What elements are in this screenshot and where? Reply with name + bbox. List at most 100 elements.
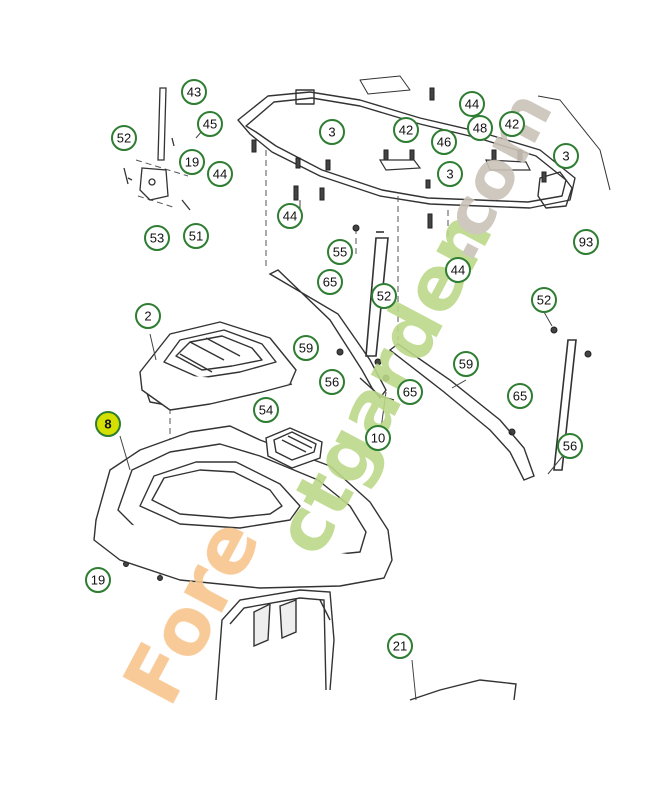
callout-59b: 59 bbox=[453, 351, 479, 377]
callout-label: 59 bbox=[299, 341, 313, 356]
callout-label: 48 bbox=[473, 121, 487, 136]
top-cover bbox=[139, 321, 297, 411]
callout-circle bbox=[319, 119, 345, 145]
callout-label: 65 bbox=[403, 385, 417, 400]
callout-label: 46 bbox=[437, 135, 451, 150]
callout-circle bbox=[181, 79, 207, 105]
callouts: 43 45 52 19 44 53 51 3 44 42 46 3 44 48 42 3 93 55 65 44 52 5… bbox=[85, 79, 599, 659]
callout-3a: 3 bbox=[319, 119, 345, 145]
callout-3b: 3 bbox=[437, 161, 463, 187]
callout-circle bbox=[371, 283, 397, 309]
callout-circle bbox=[557, 433, 583, 459]
callout-circle bbox=[531, 287, 557, 313]
callout-circle bbox=[135, 303, 161, 329]
callout-circle bbox=[397, 379, 423, 405]
grip-handle bbox=[265, 427, 323, 469]
callout-label: 44 bbox=[213, 167, 227, 182]
callout-circle bbox=[437, 161, 463, 187]
callout-45: 45 bbox=[197, 111, 223, 137]
callout-65a: 65 bbox=[317, 269, 343, 295]
callout-52a: 52 bbox=[111, 125, 137, 151]
callout-label: 93 bbox=[579, 235, 593, 250]
clamp-plates bbox=[378, 159, 531, 171]
callout-circle bbox=[179, 149, 205, 175]
callout-label: 19 bbox=[185, 155, 199, 170]
callout-label: 52 bbox=[377, 289, 391, 304]
callout-circle bbox=[393, 117, 419, 143]
callout-8: 8 bbox=[95, 411, 121, 437]
support-rods bbox=[268, 269, 535, 481]
callout-43: 43 bbox=[181, 79, 207, 105]
callout-circle bbox=[85, 567, 111, 593]
callout-51: 51 bbox=[183, 223, 209, 249]
callout-circle bbox=[319, 369, 345, 395]
gas-struts bbox=[365, 231, 577, 471]
callout-circle bbox=[253, 397, 279, 423]
callout-label: 65 bbox=[513, 389, 527, 404]
callout-93: 93 bbox=[573, 229, 599, 255]
callout-circle bbox=[277, 203, 303, 229]
callout-65b: 65 bbox=[397, 379, 423, 405]
callout-label: 52 bbox=[117, 131, 131, 146]
callout-label: 52 bbox=[537, 293, 551, 308]
left-bracket-assembly bbox=[123, 87, 191, 211]
callout-label: 19 bbox=[91, 573, 105, 588]
callout-circle bbox=[453, 351, 479, 377]
callout-52b: 52 bbox=[371, 283, 397, 309]
callout-circle bbox=[111, 125, 137, 151]
callout-circle bbox=[95, 411, 121, 437]
callout-19a: 19 bbox=[179, 149, 205, 175]
callout-circle bbox=[183, 223, 209, 249]
lower-bin bbox=[215, 589, 517, 701]
callout-circle bbox=[144, 225, 170, 251]
callout-19b: 19 bbox=[85, 567, 111, 593]
callout-circle bbox=[387, 633, 413, 659]
callout-48: 48 bbox=[467, 115, 493, 141]
callout-circle bbox=[327, 239, 353, 265]
callout-44d: 44 bbox=[445, 257, 471, 283]
callout-3c: 3 bbox=[553, 143, 579, 169]
callout-21: 21 bbox=[387, 633, 413, 659]
callout-42a: 42 bbox=[393, 117, 419, 143]
callout-circle bbox=[317, 269, 343, 295]
callout-label: 45 bbox=[203, 117, 217, 132]
callout-label: 54 bbox=[259, 403, 273, 418]
hardware-screws bbox=[123, 87, 592, 581]
callout-label: 10 bbox=[371, 431, 385, 446]
callout-circle bbox=[431, 129, 457, 155]
callout-label: 65 bbox=[323, 275, 337, 290]
callout-label: 8 bbox=[104, 417, 111, 432]
callout-circle bbox=[197, 111, 223, 137]
callout-label: 42 bbox=[399, 123, 413, 138]
handle-frame bbox=[237, 75, 611, 209]
callout-55: 55 bbox=[327, 239, 353, 265]
callout-circle bbox=[365, 425, 391, 451]
callout-2: 2 bbox=[135, 303, 161, 329]
callout-10: 10 bbox=[365, 425, 391, 451]
callout-circle bbox=[573, 229, 599, 255]
callout-44b: 44 bbox=[277, 203, 303, 229]
callout-54: 54 bbox=[253, 397, 279, 423]
callout-44c: 44 bbox=[459, 91, 485, 117]
callout-circle bbox=[507, 383, 533, 409]
callout-label: 44 bbox=[451, 263, 465, 278]
callout-circle bbox=[459, 91, 485, 117]
callout-label: 42 bbox=[505, 117, 519, 132]
callout-53: 53 bbox=[144, 225, 170, 251]
callout-label: 53 bbox=[150, 231, 164, 246]
callout-label: 3 bbox=[562, 149, 569, 164]
callout-label: 51 bbox=[189, 229, 203, 244]
callout-circle bbox=[467, 115, 493, 141]
callout-label: 56 bbox=[325, 375, 339, 390]
callout-label: 59 bbox=[459, 357, 473, 372]
callout-46: 46 bbox=[431, 129, 457, 155]
callout-label: 3 bbox=[328, 125, 335, 140]
callout-label: 44 bbox=[283, 209, 297, 224]
callout-label: 3 bbox=[446, 167, 453, 182]
callout-44a: 44 bbox=[207, 161, 233, 187]
callout-label: 43 bbox=[187, 85, 201, 100]
callout-label: 55 bbox=[333, 245, 347, 260]
callout-circle bbox=[207, 161, 233, 187]
